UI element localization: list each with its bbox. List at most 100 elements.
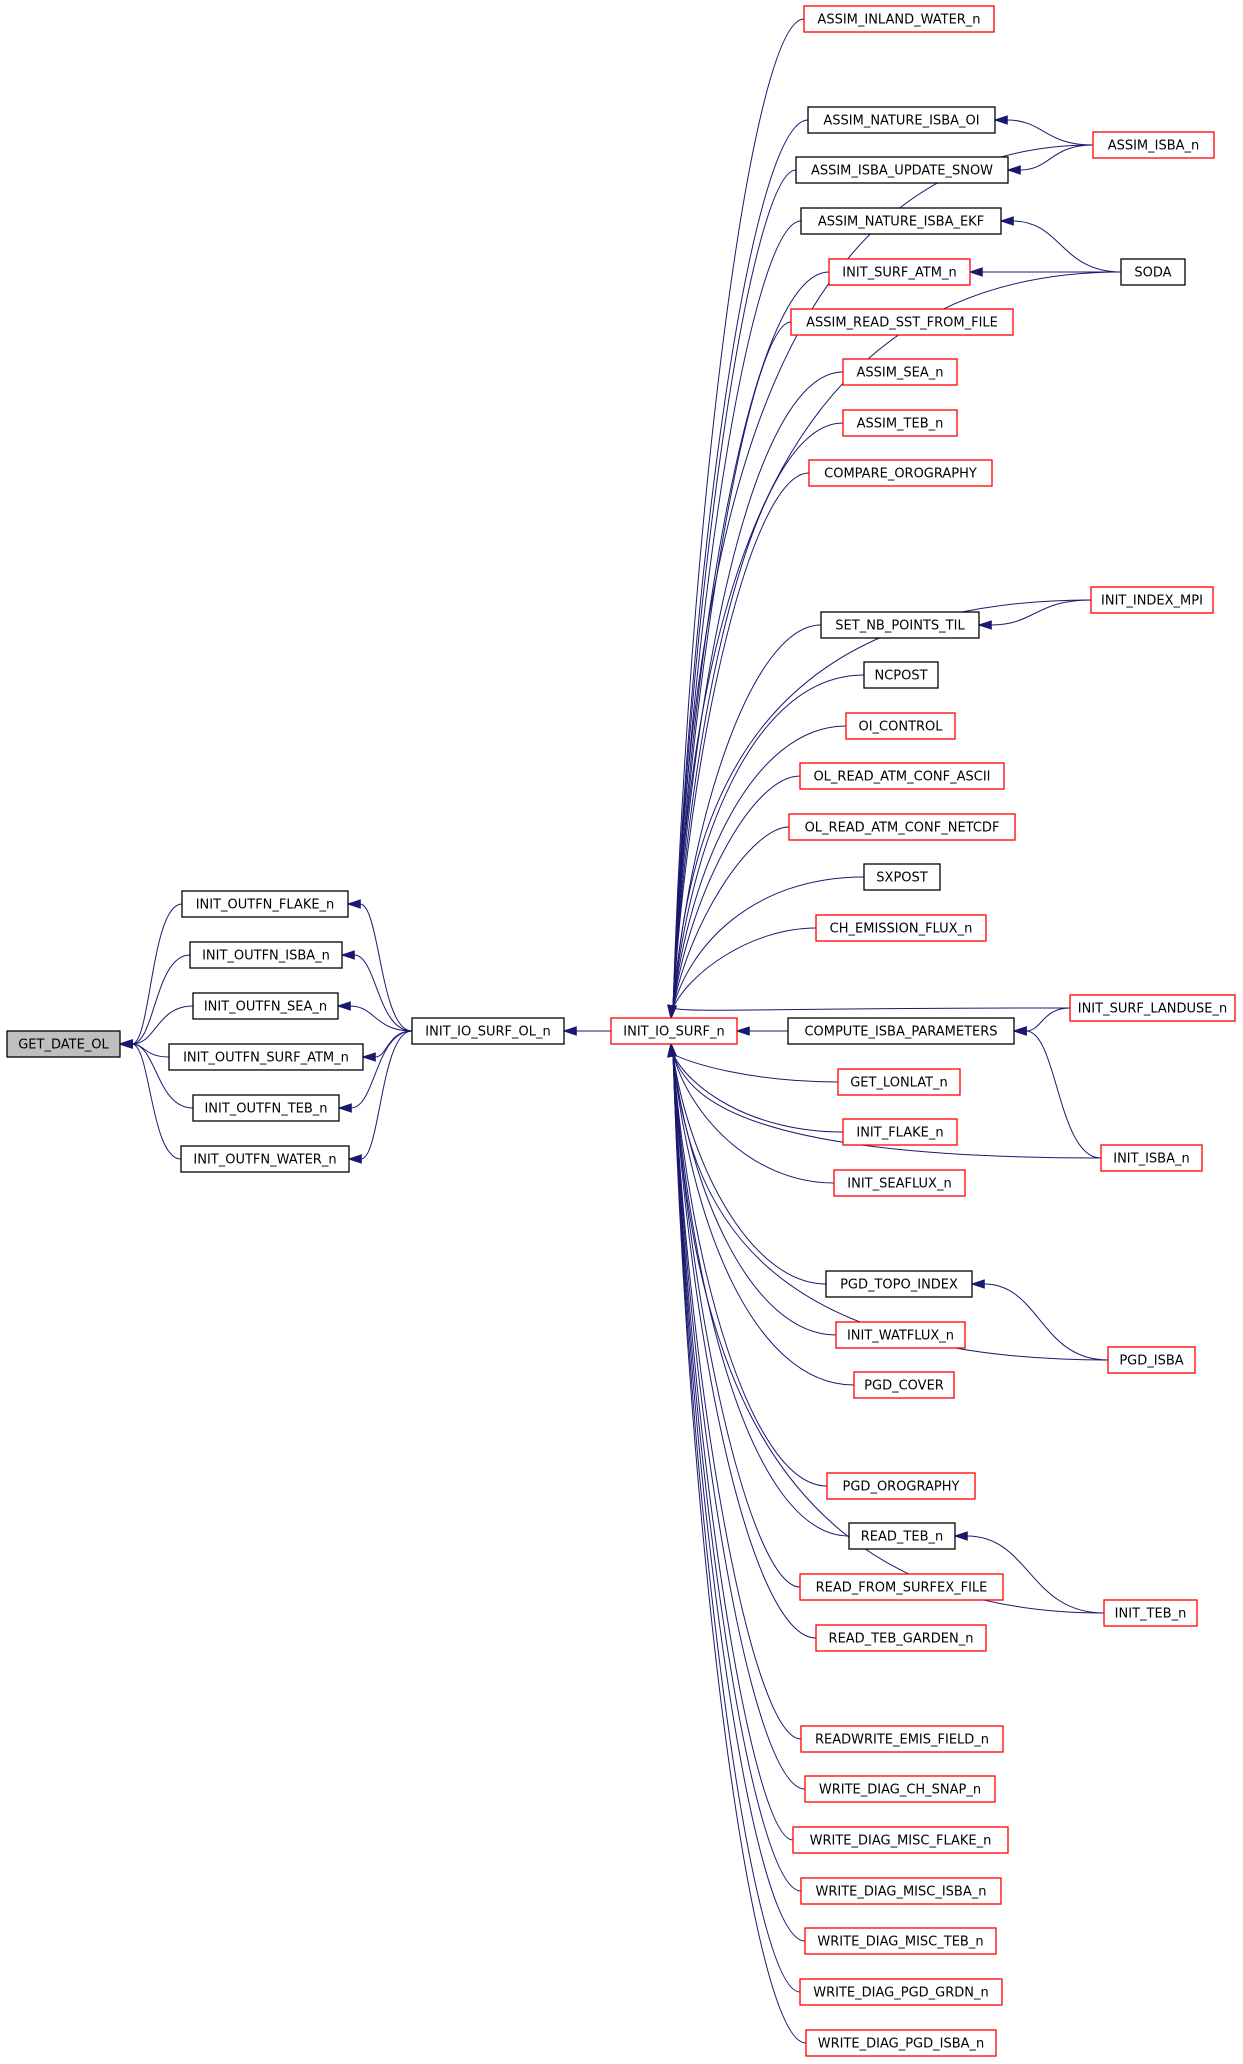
node-read-from-surfex-file[interactable]: READ_FROM_SURFEX_FILE	[799, 1573, 1004, 1601]
node-assim-isba-n[interactable]: ASSIM_ISBA_n	[1092, 131, 1215, 159]
node-box	[808, 459, 993, 487]
node-label: WRITE_DIAG_PGD_ISBA_n	[818, 2037, 985, 2052]
node-assim-inland-water-n[interactable]: ASSIM_INLAND_WATER_n	[803, 5, 995, 33]
node-label: INIT_SEAFLUX_n	[847, 1177, 951, 1192]
node-readwrite-emis-field-n[interactable]: READWRITE_EMIS_FIELD_n	[800, 1725, 1004, 1753]
node-init-outfn-sea-n[interactable]: INIT_OUTFN_SEA_n	[192, 992, 339, 1020]
edge-assim-sea-n-to-init-io-surf-n	[672, 371, 844, 1009]
node-ncpost[interactable]: NCPOST	[863, 661, 939, 689]
node-init-outfn-water-n[interactable]: INIT_OUTFN_WATER_n	[180, 1145, 350, 1173]
node-label: INIT_SURF_ATM_n	[842, 266, 956, 281]
node-init-surf-landuse-n[interactable]: INIT_SURF_LANDUSE_n	[1069, 994, 1236, 1022]
node-assim-isba-update-snow[interactable]: ASSIM_ISBA_UPDATE_SNOW	[795, 156, 1009, 184]
node-box	[181, 890, 349, 918]
node-label: ASSIM_NATURE_ISBA_EKF	[818, 215, 984, 230]
node-label: SXPOST	[876, 871, 927, 886]
node-pgd-orography[interactable]: PGD_OROGRAPHY	[826, 1472, 976, 1500]
node-box	[807, 106, 996, 134]
node-init-outfn-isba-n[interactable]: INIT_OUTFN_ISBA_n	[189, 941, 343, 969]
edge-init-index-mpi-to-set-nb-points-til	[990, 599, 1092, 626]
node-read-teb-n[interactable]: READ_TEB_n	[848, 1522, 956, 1550]
node-assim-nature-isba-oi[interactable]: ASSIM_NATURE_ISBA_OI	[807, 106, 996, 134]
node-init-isba-n[interactable]: INIT_ISBA_n	[1100, 1144, 1203, 1172]
node-label: SET_NB_POINTS_TIL	[835, 619, 965, 634]
arrowhead	[347, 1154, 362, 1164]
edge-pgd-isba-to-pgd-topo-index	[983, 1283, 1109, 1361]
node-init-outfn-surf-atm-n[interactable]: INIT_OUTFN_SURF_ATM_n	[168, 1043, 364, 1071]
node-box	[820, 611, 980, 639]
node-box	[1107, 1346, 1196, 1374]
node-box	[835, 1321, 966, 1349]
node-box	[842, 409, 958, 437]
node-label: INIT_OUTFN_FLAKE_n	[196, 898, 335, 913]
node-box	[833, 1169, 966, 1197]
arrowhead	[337, 1103, 352, 1113]
edge-init-io-surf-ol-n-to-init-outfn-water-n	[360, 1030, 413, 1160]
nodes-layer: GET_DATE_OL INIT_OUTFN_FLAKE_nINIT_OUTFN_…	[6, 5, 1236, 2057]
node-init-index-mpi[interactable]: INIT_INDEX_MPI	[1090, 586, 1214, 614]
node-set-nb-points-til[interactable]: SET_NB_POINTS_TIL	[820, 611, 980, 639]
node-assim-nature-isba-ekf[interactable]: ASSIM_NATURE_ISBA_EKF	[800, 207, 1002, 235]
edge-write-diag-misc-teb-n-to-init-io-surf-n	[672, 1053, 806, 1942]
node-init-outfn-teb-n[interactable]: INIT_OUTFN_TEB_n	[192, 1094, 340, 1122]
node-compare-orography[interactable]: COMPARE_OROGRAPHY	[808, 459, 993, 487]
node-label: INIT_IO_SURF_n	[623, 1025, 724, 1040]
node-box	[192, 992, 339, 1020]
node-pgd-topo-index[interactable]: PGD_TOPO_INDEX	[825, 1270, 973, 1298]
node-init-outfn-flake-n[interactable]: INIT_OUTFN_FLAKE_n	[181, 890, 349, 918]
node-label: ASSIM_SEA_n	[856, 366, 943, 381]
node-assim-teb-n[interactable]: ASSIM_TEB_n	[842, 409, 958, 437]
edge-init-outfn-sea-n-to-get-date-ol	[131, 1005, 194, 1045]
node-ol-read-atm-conf-netcdf[interactable]: OL_READ_ATM_CONF_NETCDF	[788, 813, 1016, 841]
node-assim-read-sst-from-file[interactable]: ASSIM_READ_SST_FROM_FILE	[790, 308, 1014, 336]
node-write-diag-pgd-isba-n[interactable]: WRITE_DIAG_PGD_ISBA_n	[805, 2029, 997, 2057]
node-box	[805, 2029, 997, 2057]
node-label: SODA	[1134, 266, 1171, 281]
edge-init-io-surf-ol-n-to-init-outfn-isba-n	[353, 954, 413, 1032]
node-get-lonlat-n[interactable]: GET_LONLAT_n	[837, 1068, 961, 1096]
node-init-io-surf-ol-n[interactable]: INIT_IO_SURF_OL_n	[411, 1017, 565, 1045]
node-write-diag-misc-isba-n[interactable]: WRITE_DIAG_MISC_ISBA_n	[800, 1877, 1002, 1905]
edge-read-teb-n-to-init-io-surf-n	[672, 1053, 850, 1537]
node-box	[799, 1978, 1003, 2006]
node-label: COMPARE_OROGRAPHY	[824, 467, 977, 482]
node-pgd-cover[interactable]: PGD_COVER	[853, 1371, 955, 1399]
node-soda[interactable]: SODA	[1120, 258, 1186, 286]
node-box	[804, 1927, 997, 1955]
edge-write-diag-pgd-isba-n-to-init-io-surf-n	[672, 1053, 807, 2044]
node-compute-isba-parameters[interactable]: COMPUTE_ISBA_PARAMETERS	[787, 1017, 1015, 1045]
node-init-flake-n[interactable]: INIT_FLAKE_n	[842, 1118, 958, 1146]
node-init-seaflux-n[interactable]: INIT_SEAFLUX_n	[833, 1169, 966, 1197]
node-init-surf-atm-n[interactable]: INIT_SURF_ATM_n	[828, 258, 971, 286]
node-write-diag-pgd-grdn-n[interactable]: WRITE_DIAG_PGD_GRDN_n	[799, 1978, 1003, 2006]
node-write-diag-ch-snap-n[interactable]: WRITE_DIAG_CH_SNAP_n	[804, 1775, 996, 1803]
node-ch-emission-flux-n[interactable]: CH_EMISSION_FLUX_n	[815, 914, 987, 942]
edge-init-io-surf-ol-n-to-init-outfn-teb-n	[350, 1030, 413, 1109]
node-write-diag-misc-flake-n[interactable]: WRITE_DIAG_MISC_FLAKE_n	[792, 1826, 1009, 1854]
node-ol-read-atm-conf-ascii[interactable]: OL_READ_ATM_CONF_ASCII	[799, 762, 1005, 790]
node-label: INIT_SURF_LANDUSE_n	[1078, 1002, 1228, 1017]
edge-init-index-mpi-to-init-io-surf-n	[672, 599, 1092, 1009]
node-init-watflux-n[interactable]: INIT_WATFLUX_n	[835, 1321, 966, 1349]
node-box	[853, 1371, 955, 1399]
node-box	[411, 1017, 565, 1045]
node-label: GET_DATE_OL	[18, 1038, 109, 1053]
edge-init-outfn-water-n-to-get-date-ol	[131, 1043, 182, 1160]
node-label: ASSIM_ISBA_n	[1108, 139, 1200, 154]
node-pgd-isba[interactable]: PGD_ISBA	[1107, 1346, 1196, 1374]
node-box	[189, 941, 343, 969]
edge-init-io-surf-ol-n-to-init-outfn-flake-n	[359, 903, 413, 1032]
node-read-teb-garden-n[interactable]: READ_TEB_GARDEN_n	[815, 1624, 987, 1652]
node-assim-sea-n[interactable]: ASSIM_SEA_n	[842, 358, 958, 386]
edge-write-diag-ch-snap-n-to-init-io-surf-n	[672, 1053, 806, 1790]
node-sxpost[interactable]: SXPOST	[863, 863, 941, 891]
node-write-diag-misc-teb-n[interactable]: WRITE_DIAG_MISC_TEB_n	[804, 1927, 997, 1955]
node-oi-control[interactable]: OI_CONTROL	[845, 712, 956, 740]
edge-write-diag-pgd-grdn-n-to-init-io-surf-n	[672, 1053, 801, 1993]
node-init-io-surf-n[interactable]: INIT_IO_SURF_n	[610, 1017, 738, 1045]
arrowhead	[667, 1004, 677, 1020]
node-box	[1069, 994, 1236, 1022]
node-get-date-ol[interactable]: GET_DATE_OL	[6, 1030, 121, 1058]
node-init-teb-n[interactable]: INIT_TEB_n	[1103, 1599, 1198, 1627]
node-box	[787, 1017, 1015, 1045]
